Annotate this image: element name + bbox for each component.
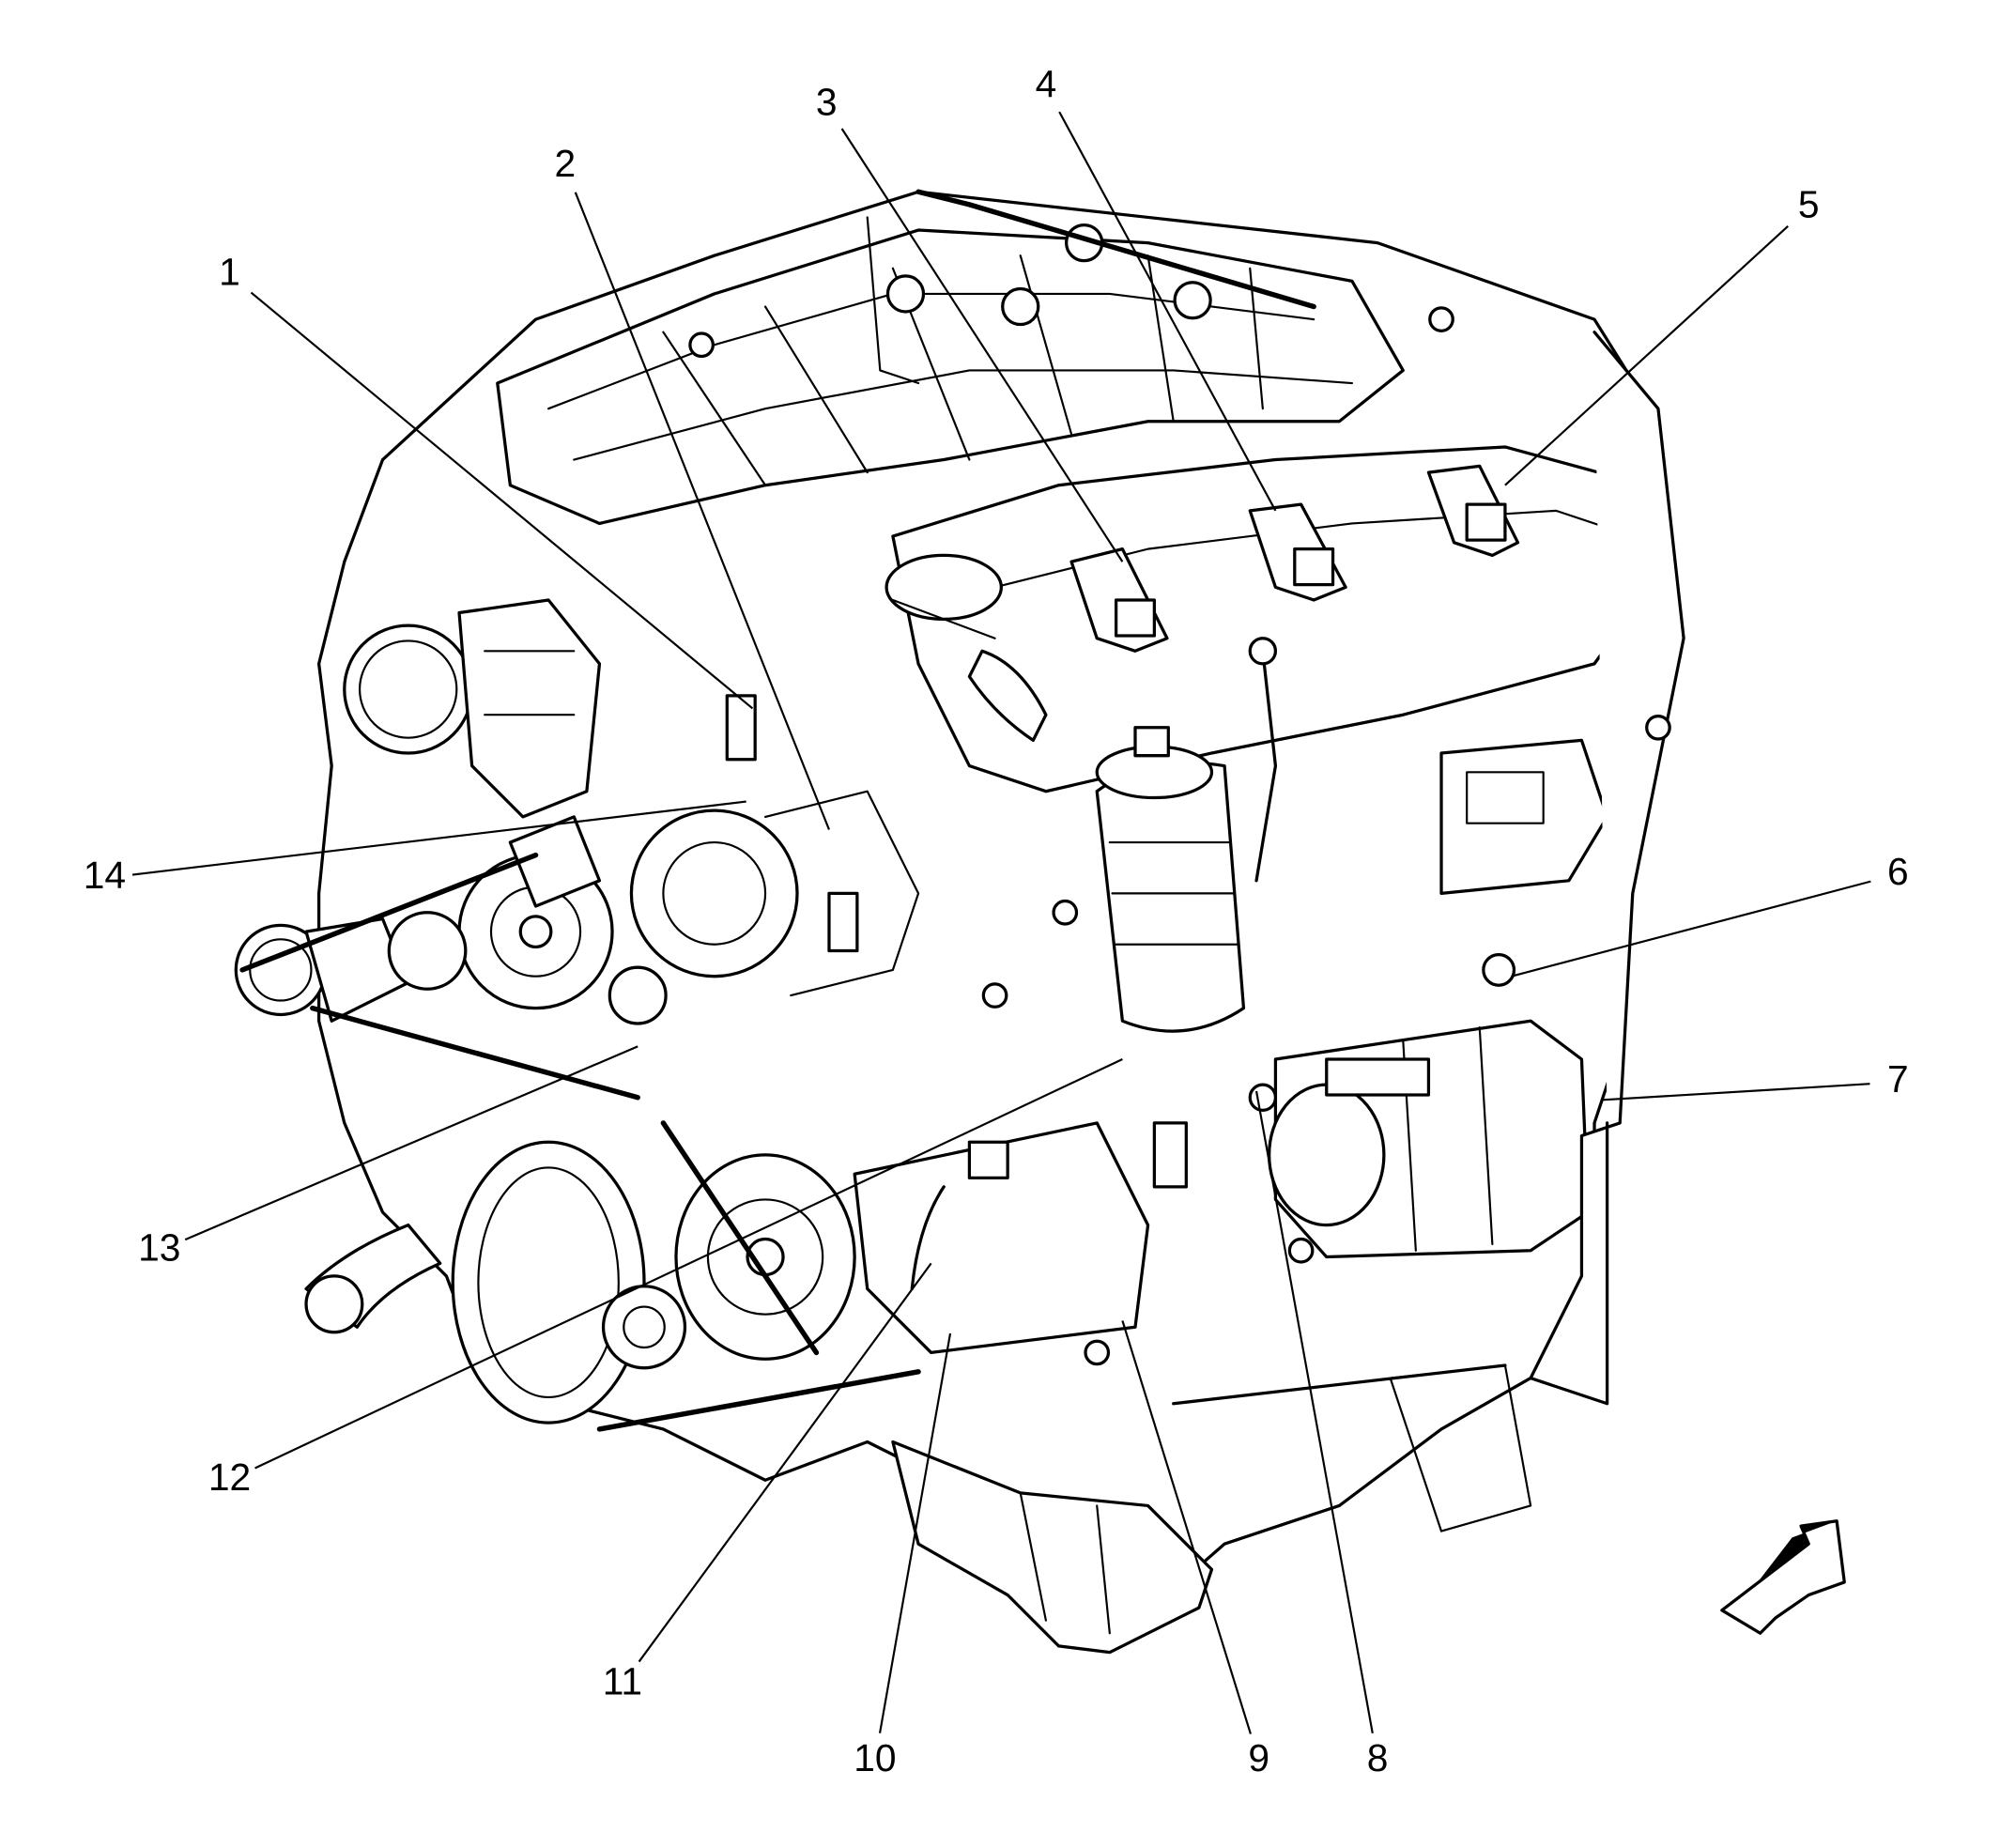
leader-line-10 [878,1332,952,1733]
engine-illustration [234,189,1685,1655]
callout-label-10: 10 [854,1736,896,1779]
callout-label-5: 5 [1798,182,1820,225]
callout-label-7: 7 [1887,1057,1909,1101]
callout-label-8: 8 [1367,1736,1389,1779]
callout-label-1: 1 [219,250,240,293]
callout-label-3: 3 [816,81,838,124]
callout-label-4: 4 [1036,63,1057,106]
leader-line-12 [254,1058,1123,1470]
front-direction-arrow-icon [1720,1519,1846,1635]
leader-line-1 [250,291,754,710]
leader-line-6 [1511,880,1871,978]
callout-label-12: 12 [208,1455,251,1499]
callout-label-11: 11 [603,1659,642,1702]
callout-label-13: 13 [138,1226,180,1270]
callout-label-2: 2 [554,142,576,185]
leader-line-7 [1600,1083,1870,1101]
callout-label-14: 14 [84,854,126,897]
leader-line-13 [184,1045,638,1241]
leader-line-3 [840,128,1124,562]
leader-line-11 [638,1262,932,1663]
callout-leader-lines [131,111,1871,1734]
leader-line-2 [574,192,830,830]
leader-line-14 [131,800,746,876]
callout-label-9: 9 [1248,1736,1269,1779]
callout-label-6: 6 [1887,850,1909,893]
leader-line-8 [1254,1090,1374,1733]
leader-line-9 [1121,1320,1252,1734]
leader-line-4 [1058,111,1277,512]
leader-line-5 [1504,225,1789,486]
